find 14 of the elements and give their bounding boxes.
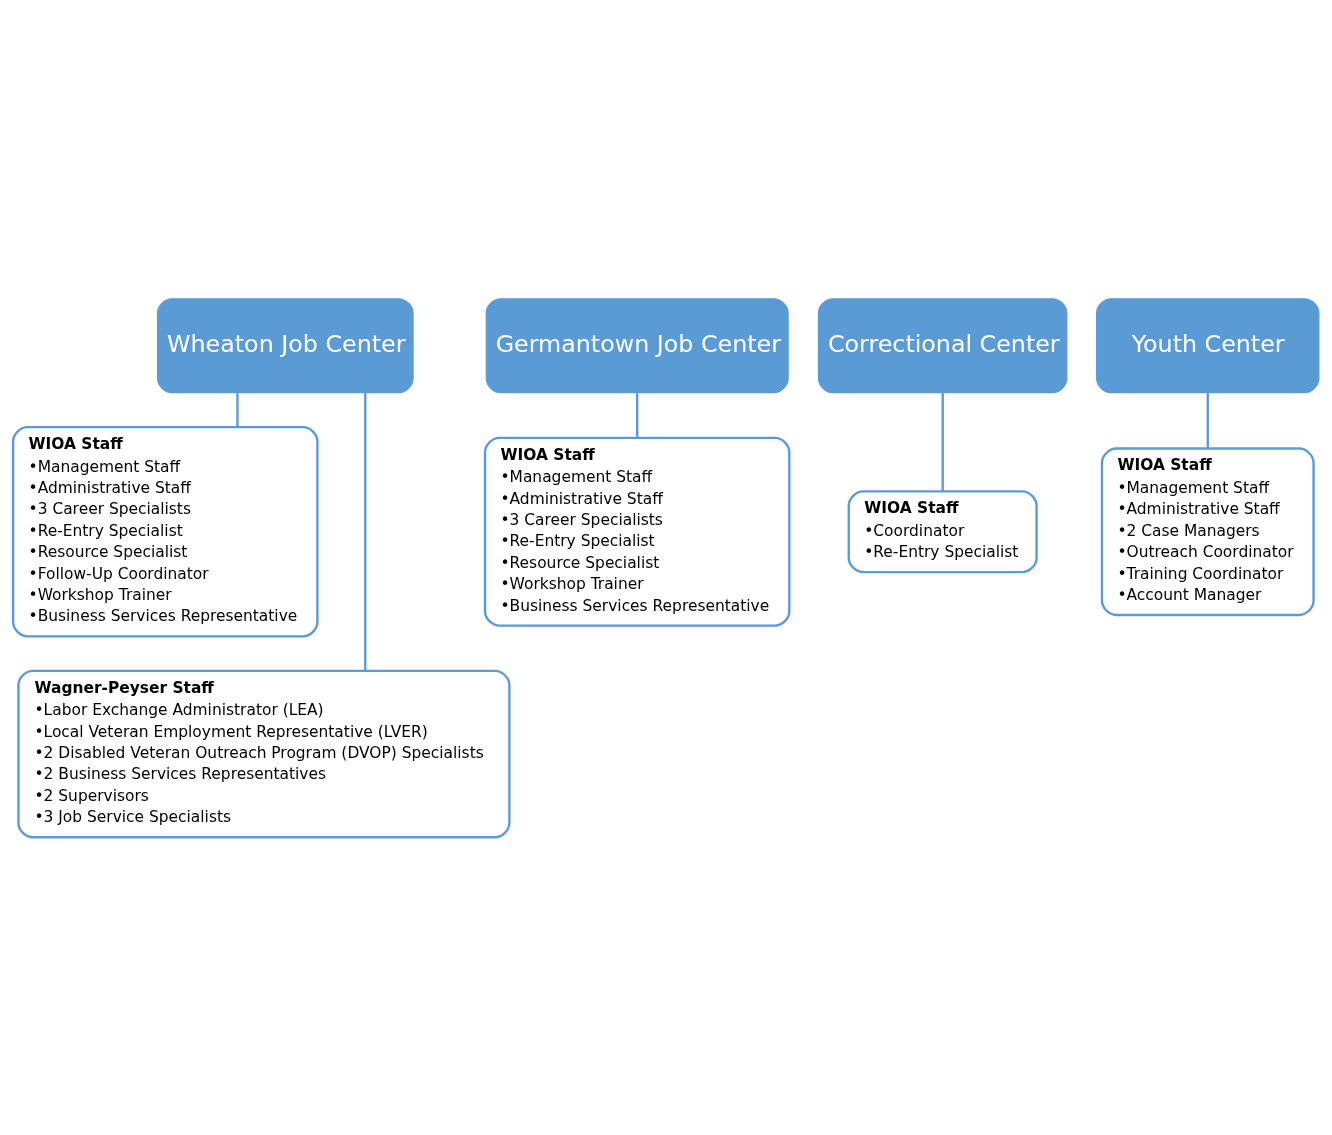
connector bbox=[941, 392, 944, 491]
node-box: Wagner-Peyser Staff •Labor Exchange Administrator (LEA) •Local Veteran Employment Representative (LVER) •2 Disabled Veteran Outreach Program (DVOP) Specialists •2 Business Services Representatives •2 Supervisors •3 Job Service Specialists bbox=[17, 669, 511, 838]
node-box: WIOA Staff •Management Staff •Administrative Staff •2 Case Managers •Outreach Coordinator •Training Coordinator •Account Manager bbox=[1100, 446, 1315, 616]
node-box: Youth Center bbox=[1096, 297, 1320, 393]
node-box: Wheaton Job Center bbox=[156, 297, 414, 393]
node-box: WIOA Staff •Management Staff •Administrative Staff •3 Career Specialists •Re-Entry Specialist •Resource Specialist •Follow-Up Coordinator •Workshop Trainer •Business Services Representative bbox=[11, 425, 319, 638]
node-box: Correctional Center bbox=[817, 297, 1068, 393]
node-box: WIOA Staff •Coordinator •Re-Entry Specialist bbox=[847, 489, 1038, 573]
connector bbox=[364, 392, 367, 670]
connector bbox=[236, 392, 239, 427]
node-box: WIOA Staff •Management Staff •Administrative Staff •3 Career Specialists •Re-Entry Specialist •Resource Specialist •Workshop Trainer •Business Services Representative bbox=[483, 436, 791, 627]
connector bbox=[635, 392, 639, 438]
connector bbox=[1206, 392, 1209, 448]
node-box: Germantown Job Center bbox=[485, 297, 789, 393]
